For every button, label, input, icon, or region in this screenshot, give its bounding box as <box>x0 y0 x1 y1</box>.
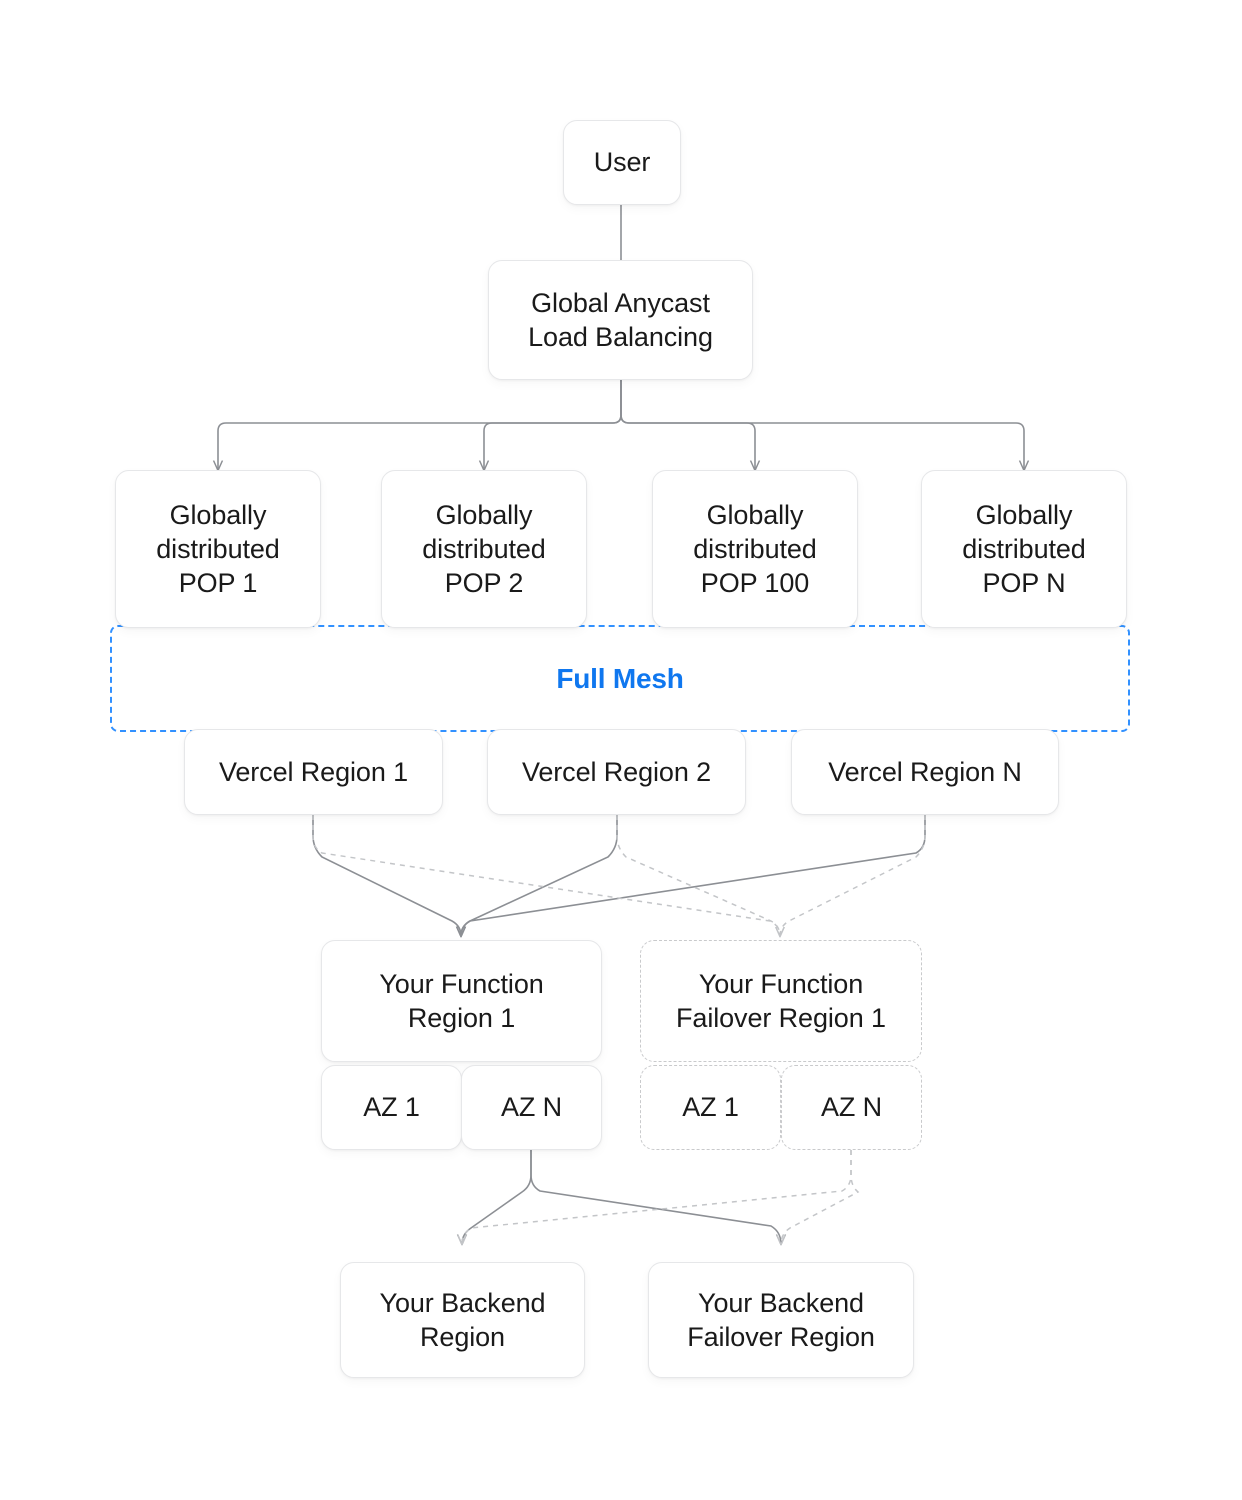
node-pop-100[interactable]: Globally distributed POP 100 <box>652 470 858 628</box>
node-function-region-az-1[interactable]: AZ 1 <box>321 1065 462 1150</box>
node-your-backend-failover-region[interactable]: Your Backend Failover Region <box>648 1262 914 1378</box>
edge-vercel-to-failover-dashed <box>312 815 926 936</box>
edge-lb-to-pops <box>218 380 1024 470</box>
node-user-label: User <box>593 147 651 178</box>
node-pop-2-label: Globally distributed POP 2 <box>422 499 546 598</box>
node-vercel-region-n-label: Vercel Region N <box>828 756 1022 787</box>
node-function-failover-az-1-label: AZ 1 <box>682 1092 739 1123</box>
full-mesh-zone: Full Mesh <box>110 625 1130 732</box>
node-your-function-failover-region-1[interactable]: Your Function Failover Region 1 <box>640 940 922 1062</box>
node-function-region-az-n[interactable]: AZ N <box>461 1065 602 1150</box>
node-pop-2[interactable]: Globally distributed POP 2 <box>381 470 587 628</box>
node-your-function-region-1[interactable]: Your Function Region 1 <box>321 940 602 1062</box>
node-global-anycast-load-balancing-label: Global Anycast Load Balancing <box>528 287 713 352</box>
node-vercel-region-1-label: Vercel Region 1 <box>218 756 409 787</box>
node-global-anycast-load-balancing[interactable]: Global Anycast Load Balancing <box>488 260 753 380</box>
node-your-function-failover-region-1-label: Your Function Failover Region 1 <box>676 968 886 1033</box>
node-pop-1[interactable]: Globally distributed POP 1 <box>115 470 321 628</box>
node-vercel-region-n[interactable]: Vercel Region N <box>791 729 1059 815</box>
node-your-backend-region[interactable]: Your Backend Region <box>340 1262 585 1378</box>
node-function-failover-az-1[interactable]: AZ 1 <box>640 1065 781 1150</box>
node-pop-1-label: Globally distributed POP 1 <box>156 499 280 598</box>
node-pop-n-label: Globally distributed POP N <box>962 499 1086 598</box>
edge-vercel-to-function-solid <box>312 815 926 936</box>
node-function-region-az-n-label: AZ N <box>500 1092 563 1123</box>
node-your-function-region-1-label: Your Function Region 1 <box>379 968 544 1033</box>
node-vercel-region-2[interactable]: Vercel Region 2 <box>487 729 746 815</box>
node-pop-n[interactable]: Globally distributed POP N <box>921 470 1127 628</box>
node-function-failover-az-n[interactable]: AZ N <box>781 1065 922 1150</box>
node-your-backend-failover-region-label: Your Backend Failover Region <box>687 1287 875 1352</box>
node-your-backend-region-label: Your Backend Region <box>379 1287 546 1352</box>
node-vercel-region-1[interactable]: Vercel Region 1 <box>184 729 443 815</box>
node-function-failover-az-n-label: AZ N <box>820 1092 883 1123</box>
node-vercel-region-2-label: Vercel Region 2 <box>521 756 712 787</box>
full-mesh-label: Full Mesh <box>556 662 684 694</box>
edge-az-to-backend-dashed <box>462 1150 860 1244</box>
node-function-region-az-1-label: AZ 1 <box>363 1092 420 1123</box>
node-pop-100-label: Globally distributed POP 100 <box>693 499 817 598</box>
node-user[interactable]: User <box>563 120 681 205</box>
edge-az-to-backend-solid <box>462 1150 781 1244</box>
